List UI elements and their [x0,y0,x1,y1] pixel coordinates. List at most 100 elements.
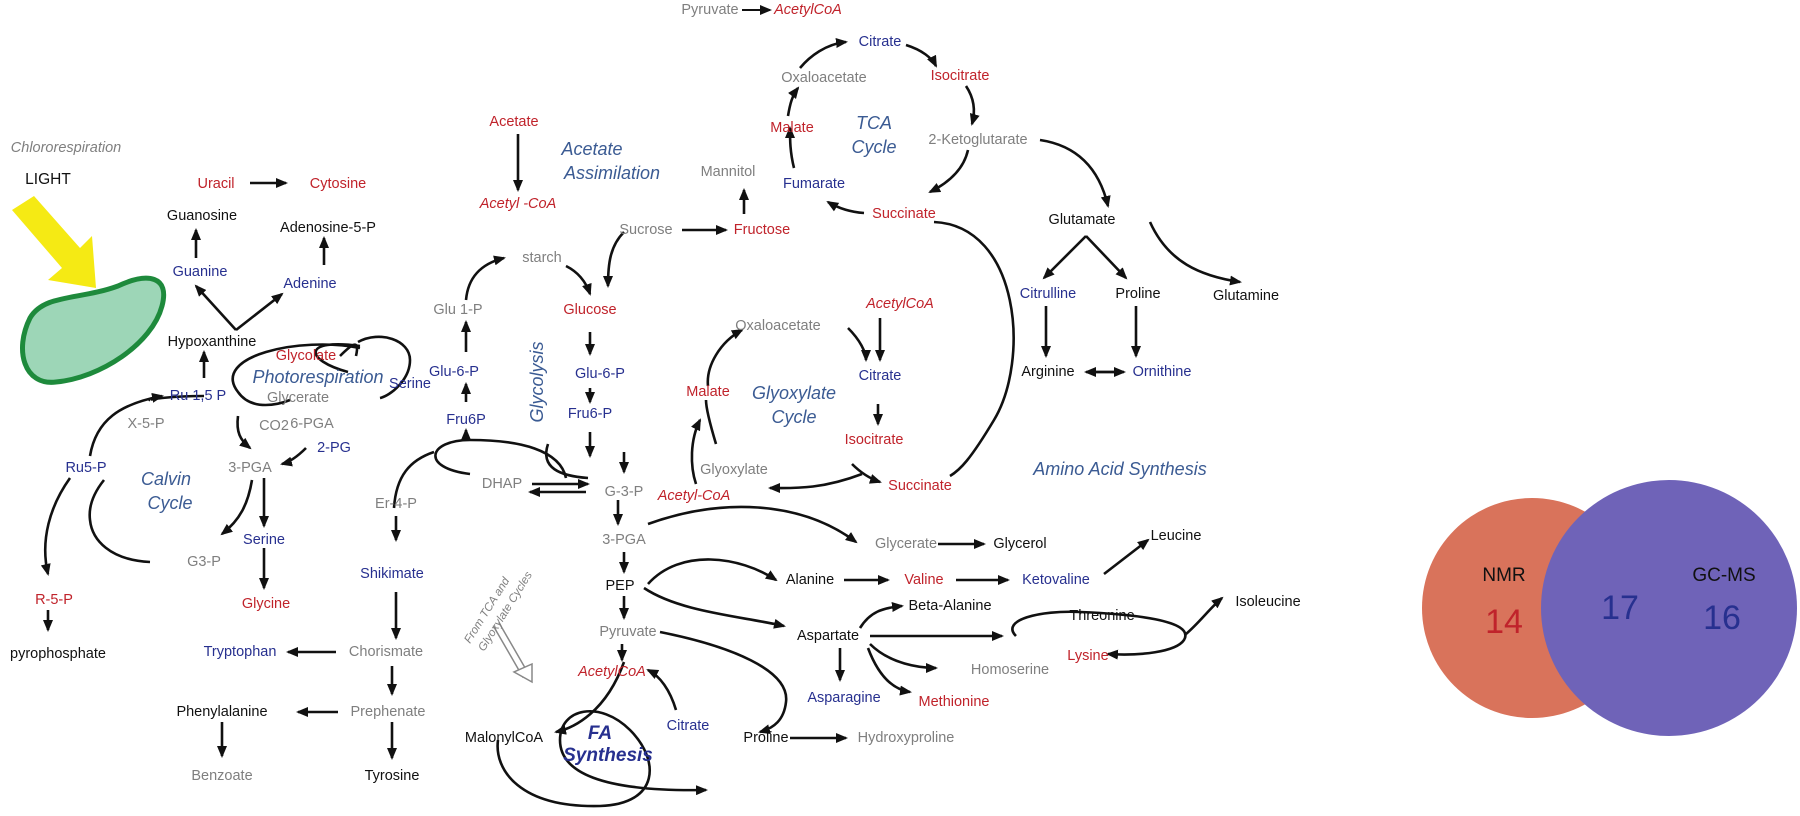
metabolite-acetylcoa-fa: AcetylCoA [577,664,646,680]
metabolite-isocitrate-tca: Isocitrate [931,68,990,84]
pathway-label-amino-acid: Amino Acid Synthesis [1032,459,1206,479]
metabolite-alanine: Alanine [786,572,834,588]
metabolite-valine: Valine [904,572,943,588]
metabolite-glycolate: Glycolate [276,348,336,364]
metabolite-oxaloacetate-tca: Oxaloacetate [781,70,866,86]
metabolite-pyruvate-mid: Pyruvate [599,624,656,640]
metabolite-citrate-tca: Citrate [859,34,902,50]
light-label: LIGHT [25,171,71,188]
metabolite-phenylalanine: Phenylalanine [176,704,267,720]
metabolite-leucine: Leucine [1151,528,1202,544]
metabolite-ketovaline: Ketovaline [1022,572,1090,588]
metabolite-succinate-tca: Succinate [872,206,936,222]
pathway-label-glycolysis: Glycolysis [527,341,547,422]
metabolite-glutamine: Glutamine [1213,288,1279,304]
venn-label-gcms: GC-MS [1692,565,1755,586]
metabolite-shikimate: Shikimate [360,566,424,582]
pathway-label-fa: Synthesis [563,745,653,766]
chloroplast-icon [20,275,167,385]
metabolite-serine-photo: Serine [389,376,431,392]
venn-count-overlap: 17 [1601,589,1639,627]
metabolite-threonine: Threonine [1069,608,1134,624]
metabolite-proline-fa: Proline [743,730,788,746]
metabolite-r5p: R-5-P [35,592,73,608]
metabolite-pga6: 6-PGA [290,416,334,432]
pathway-label-acetate: Assimilation [563,163,660,183]
metabolite-malate-tca: Malate [770,120,814,136]
metabolite-g3p-mid: G-3-P [605,484,644,500]
metabolite-guanine: Guanine [173,264,228,280]
metabolite-lysine: Lysine [1067,648,1108,664]
metabolite-ketoglutarate: 2-Ketoglutarate [928,132,1027,148]
metabolite-homoserine: Homoserine [971,662,1049,678]
metabolite-mannitol: Mannitol [701,164,756,180]
metabolite-beta-alanine: Beta-Alanine [908,598,991,614]
metabolite-chorismate: Chorismate [349,644,423,660]
metabolite-g3p: G3-P [187,554,221,570]
metabolite-glycerate-mid: Glycerate [875,536,937,552]
metabolite-sucrose: Sucrose [619,222,672,238]
metabolite-glycerate-photo: Glycerate [267,390,329,406]
pathway-label-acetate: Acetate [560,139,622,159]
metabolite-acetylcoa-glyox: AcetylCoA [865,296,934,312]
metabolite-pga3-mid: 3-PGA [602,532,646,548]
metabolite-er4p: Er-4-P [375,496,417,512]
pathway-label-tca: TCA [856,113,892,133]
metabolite-x5p: X-5-P [127,416,164,432]
metabolite-isoleucine: Isoleucine [1235,594,1300,610]
metabolite-serine-calvin: Serine [243,532,285,548]
metabolite-guanosine: Guanosine [167,208,237,224]
metabolite-fru6p-left: Fru6P [446,412,486,428]
metabolite-malonylcoa: MalonylCoA [465,730,543,746]
metabolite-adenine: Adenine [283,276,336,292]
metabolite-acetylcoa-acetate: Acetyl -CoA [479,196,557,212]
pathway-arrows [40,5,1242,808]
metabolite-cytosine: Cytosine [310,176,366,192]
metabolite-acetate: Acetate [489,114,538,130]
metabolite-aspartate: Aspartate [797,628,859,644]
metabolite-adenosine5p: Adenosine-5-P [280,220,376,236]
metabolite-prephenate: Prephenate [351,704,426,720]
metabolite-pyruvate-top: Pyruvate [681,2,738,18]
metabolite-methionine: Methionine [919,694,990,710]
metabolite-glu6p-left: Glu-6-P [429,364,479,380]
metabolite-fumarate: Fumarate [783,176,845,192]
metabolite-tryptophan: Tryptophan [204,644,277,660]
metabolite-arginine: Arginine [1021,364,1074,380]
metabolite-pep: PEP [605,578,634,594]
metabolite-glycerol: Glycerol [993,536,1046,552]
metabolite-citrate-fa: Citrate [667,718,710,734]
metabolite-fru6p-mid: Fru6-P [568,406,612,422]
metabolite-co2: CO2 [259,418,289,434]
metabolite-glycine: Glycine [242,596,290,612]
metabolite-glutamate: Glutamate [1049,212,1116,228]
metabolite-acetylcoa-top: AcetylCoA [773,2,842,18]
pathway-label-calvin: Calvin [141,469,191,489]
metabolite-proline-aa: Proline [1115,286,1160,302]
pathway-label-photorespiration: Photorespiration [252,367,383,387]
pathway-label-calvin: Cycle [147,493,192,513]
metabolite-ru5p: Ru5-P [65,460,106,476]
metabolite-glucose: Glucose [563,302,616,318]
metabolite-glyoxylate: Glyoxylate [700,462,768,478]
pathway-label-glyoxylate: Cycle [771,407,816,427]
venn-label-nmr: NMR [1482,565,1525,586]
metabolite-ru15p: Ru 1,5 P [170,388,226,404]
pathway-label-tca: Cycle [851,137,896,157]
light-arrow-icon [12,196,96,288]
metabolite-hypoxanthine: Hypoxanthine [168,334,257,350]
metabolite-starch: starch [522,250,562,266]
metabolite-citrate-glyox: Citrate [859,368,902,384]
venn-count-nmr-only: 14 [1485,603,1523,641]
metabolite-acetylcoa-mid: Acetyl-CoA [657,488,731,504]
metabolite-asparagine: Asparagine [807,690,880,706]
metabolite-malate-glyox: Malate [686,384,730,400]
metabolite-benzoate: Benzoate [191,768,252,784]
metabolite-fructose: Fructose [734,222,790,238]
metabolite-pga3-calvin: 3-PGA [228,460,272,476]
chlororespiration-label: Chlororespiration [11,140,121,156]
metabolite-oxaloacetate-glyox: Oxaloacetate [735,318,820,334]
venn-circle-gcms [1541,480,1797,736]
